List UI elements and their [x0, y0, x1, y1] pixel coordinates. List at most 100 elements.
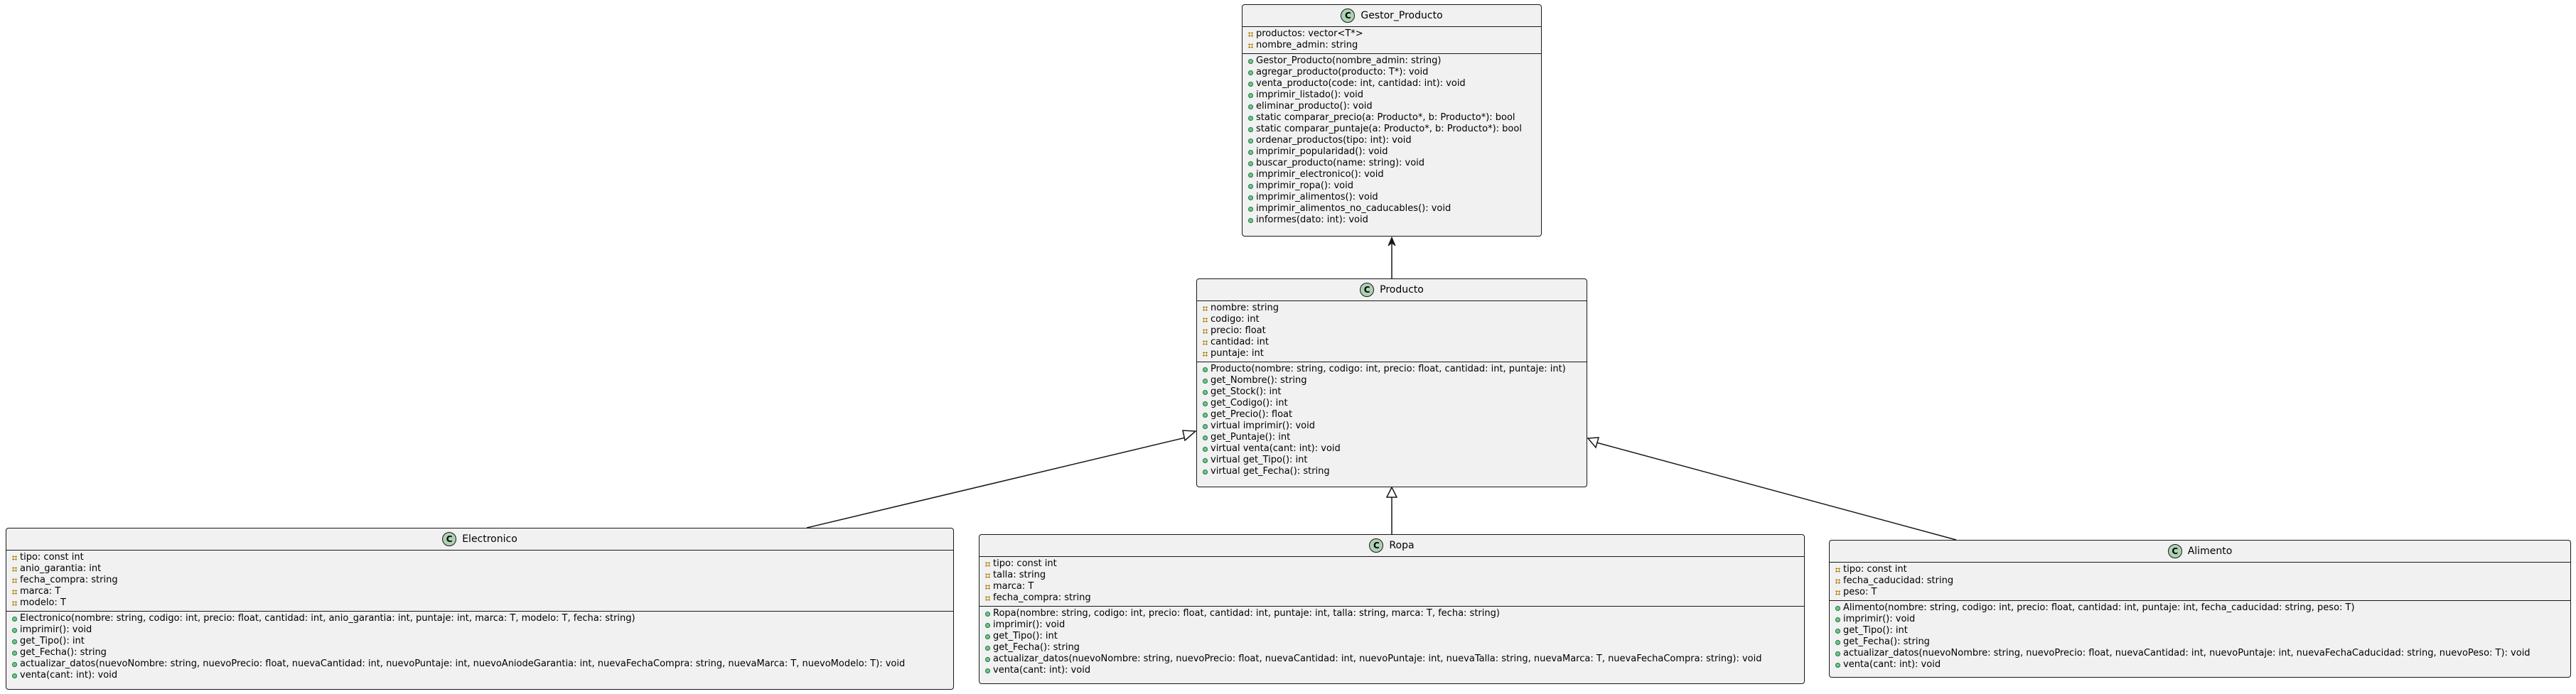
public-visibility-icon — [1247, 115, 1254, 121]
method-row-text: imprimir_alimentos(): void — [1256, 192, 1378, 202]
attribute-row-text: tipo: const int — [20, 552, 84, 563]
public-visibility-icon — [11, 673, 18, 678]
protected-visibility-icon — [1201, 305, 1208, 311]
class-attributes: productos: vector<T*>nombre_admin: strin… — [1243, 27, 1541, 54]
attribute-row: productos: vector<T*> — [1247, 28, 1537, 40]
attribute-row-text: fecha_compra: string — [20, 575, 118, 585]
method-row: get_Tipo(): int — [11, 636, 949, 647]
public-visibility-icon — [1247, 161, 1254, 166]
method-row-text: venta(cant: int): void — [1843, 659, 1941, 670]
method-row-text: Producto(nombre: string, codigo: int, pr… — [1211, 364, 1566, 374]
method-row: virtual imprimir(): void — [1201, 421, 1582, 432]
method-row-text: get_Tipo(): int — [993, 631, 1058, 641]
method-row-text: venta(cant: int): void — [993, 665, 1091, 676]
method-row: get_Tipo(): int — [1834, 625, 2566, 636]
protected-visibility-icon — [1201, 351, 1208, 357]
method-row-text: get_Tipo(): int — [1843, 625, 1908, 636]
class-badge-icon: C — [1360, 283, 1375, 297]
public-visibility-icon — [11, 639, 18, 644]
method-row-text: eliminar_producto(): void — [1256, 101, 1373, 112]
method-row: get_Fecha(): string — [984, 642, 1800, 654]
public-visibility-icon — [1201, 378, 1208, 384]
attribute-row: precio: float — [1201, 325, 1582, 337]
attribute-row: fecha_caducidad: string — [1834, 575, 2566, 587]
generalization-head-electronico — [1182, 430, 1197, 442]
attribute-row-text: tipo: const int — [1843, 564, 1907, 575]
method-row-text: Gestor_Producto(nombre_admin: string) — [1256, 55, 1442, 66]
public-visibility-icon — [1201, 435, 1208, 440]
method-row: actualizar_datos(nuevoNombre: string, nu… — [984, 654, 1800, 665]
public-visibility-icon — [1247, 126, 1254, 132]
method-row: Alimento(nombre: string, codigo: int, pr… — [1834, 602, 2566, 614]
method-row: imprimir(): void — [1834, 614, 2566, 625]
attribute-row: marca: T — [11, 586, 949, 597]
public-visibility-icon — [1247, 149, 1254, 155]
public-visibility-icon — [984, 611, 991, 617]
attribute-row: anio_garantia: int — [11, 563, 949, 575]
method-row: virtual get_Tipo(): int — [1201, 455, 1582, 466]
public-visibility-icon — [1247, 183, 1254, 189]
method-row: get_Tipo(): int — [984, 631, 1800, 642]
public-visibility-icon — [1201, 469, 1208, 475]
method-row-text: imprimir_alimentos_no_caducables(): void — [1256, 203, 1451, 214]
attribute-row: codigo: int — [1201, 314, 1582, 325]
method-row: get_Precio(): float — [1201, 409, 1582, 421]
method-row-text: agregar_producto(producto: T*): void — [1256, 67, 1429, 77]
method-row-text: imprimir_listado(): void — [1256, 90, 1364, 100]
protected-visibility-icon — [984, 584, 991, 590]
method-row: get_Stock(): int — [1201, 386, 1582, 398]
method-row: static comparar_precio(a: Producto*, b: … — [1247, 112, 1537, 124]
protected-visibility-icon — [11, 578, 18, 583]
class-name: Electronico — [462, 533, 517, 545]
method-row: Electronico(nombre: string, codigo: int,… — [11, 613, 949, 624]
method-row-text: ordenar_productos(tipo: int): void — [1256, 135, 1412, 146]
method-row: get_Nombre(): string — [1201, 375, 1582, 386]
generalization-head-ropa — [1385, 486, 1398, 498]
method-row: imprimir_electronico(): void — [1247, 169, 1537, 180]
method-row-text: virtual imprimir(): void — [1211, 421, 1315, 431]
public-visibility-icon — [1247, 58, 1254, 64]
public-visibility-icon — [11, 661, 18, 667]
attribute-row-text: marca: T — [20, 586, 61, 597]
method-row: agregar_producto(producto: T*): void — [1247, 67, 1537, 78]
public-visibility-icon — [11, 616, 18, 622]
method-row: virtual venta(cant: int): void — [1201, 443, 1582, 455]
public-visibility-icon — [1201, 367, 1208, 372]
method-row-text: imprimir_ropa(): void — [1256, 180, 1354, 191]
method-row-text: Alimento(nombre: string, codigo: int, pr… — [1843, 602, 2355, 613]
method-row-text: get_Fecha(): string — [1843, 636, 1930, 647]
attribute-row: talla: string — [984, 570, 1800, 581]
method-row: get_Fecha(): string — [1834, 636, 2566, 648]
method-row-text: imprimir(): void — [20, 624, 92, 635]
attribute-row-text: anio_garantia: int — [20, 563, 102, 574]
public-visibility-icon — [1201, 446, 1208, 452]
method-row-text: virtual get_Tipo(): int — [1211, 455, 1308, 465]
attribute-row-text: modelo: T — [20, 597, 66, 608]
method-row: venta(cant: int): void — [1834, 659, 2566, 671]
method-row-text: get_Fecha(): string — [993, 642, 1080, 653]
attribute-row-text: precio: float — [1211, 325, 1266, 336]
attribute-row-text: tipo: const int — [993, 558, 1057, 569]
protected-visibility-icon — [1247, 43, 1254, 48]
public-visibility-icon — [984, 622, 991, 628]
public-visibility-icon — [1247, 195, 1254, 200]
public-visibility-icon — [1247, 70, 1254, 75]
protected-visibility-icon — [11, 566, 18, 572]
method-row: static comparar_puntaje(a: Producto*, b:… — [1247, 124, 1537, 135]
class-name: Gestor_Producto — [1361, 10, 1443, 21]
public-visibility-icon — [1247, 172, 1254, 178]
public-visibility-icon — [1201, 423, 1208, 429]
method-row: get_Fecha(): string — [11, 647, 949, 658]
protected-visibility-icon — [11, 600, 18, 606]
class-badge-icon: C — [442, 532, 457, 546]
method-row-text: informes(dato: int): void — [1256, 215, 1368, 225]
